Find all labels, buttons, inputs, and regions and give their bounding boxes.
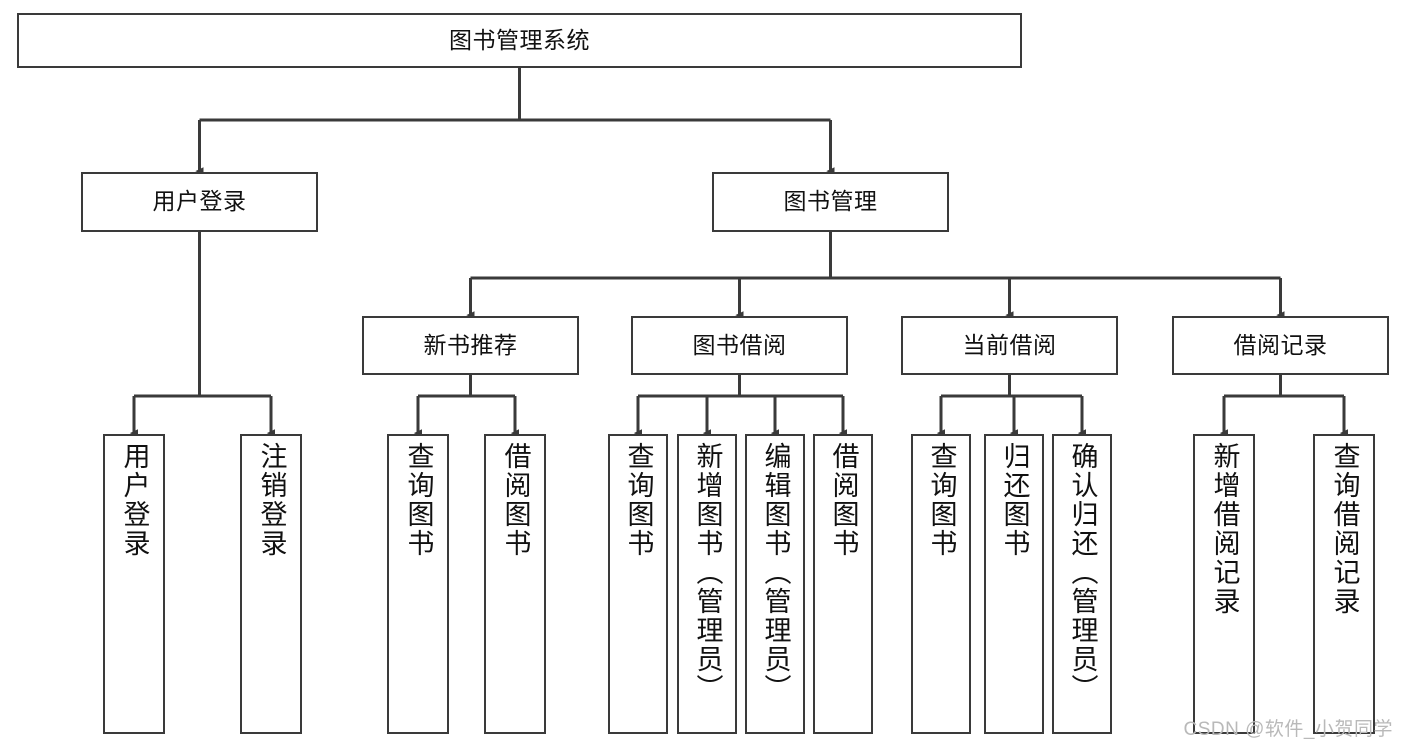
watermark-text: CSDN @软件_小贺同学	[1183, 719, 1393, 740]
node-user-login[interactable]: 用户登录	[81, 172, 318, 232]
node-leaf-rec-add[interactable]: 新增借阅记录	[1193, 434, 1255, 734]
node-leaf-borrow-lend[interactable]: 借阅图书	[813, 434, 873, 734]
node-leaf-rec-query2-label: 查询借阅记录	[1329, 442, 1360, 616]
node-leaf-user-login[interactable]: 用户登录	[103, 434, 165, 734]
node-leaf-rec-query2[interactable]: 查询借阅记录	[1313, 434, 1375, 734]
node-leaf-borrow-query[interactable]: 查询图书	[608, 434, 668, 734]
node-leaf-user-logout-label: 注销登录	[256, 442, 287, 558]
node-leaf-cur-query[interactable]: 查询图书	[911, 434, 971, 734]
node-root[interactable]: 图书管理系统	[17, 13, 1022, 68]
node-leaf-cur-confirm[interactable]: 确认归还（管理员）	[1052, 434, 1112, 734]
node-leaf-borrow-add-label: 新增图书（管理员）	[692, 442, 723, 703]
node-book-borrow[interactable]: 图书借阅	[631, 316, 848, 375]
node-leaf-cur-return[interactable]: 归还图书	[984, 434, 1044, 734]
node-leaf-borrow-edit[interactable]: 编辑图书（管理员）	[745, 434, 805, 734]
node-leaf-rec-add-label: 新增借阅记录	[1209, 442, 1240, 616]
node-user-login-label: 用户登录	[152, 188, 247, 215]
node-leaf-user-login-label: 用户登录	[119, 442, 150, 558]
node-book-manage[interactable]: 图书管理	[712, 172, 949, 232]
node-borrow-record[interactable]: 借阅记录	[1172, 316, 1389, 375]
node-new-book-rec[interactable]: 新书推荐	[362, 316, 579, 375]
node-leaf-cur-query-label: 查询图书	[926, 442, 957, 558]
node-book-borrow-label: 图书借阅	[692, 331, 787, 358]
node-root-label: 图书管理系统	[449, 26, 590, 53]
node-leaf-user-logout[interactable]: 注销登录	[240, 434, 302, 734]
node-borrow-record-label: 借阅记录	[1233, 331, 1328, 358]
node-book-manage-label: 图书管理	[783, 188, 878, 215]
node-leaf-rec-borrow-label: 借阅图书	[500, 442, 531, 558]
node-current-borrow-label: 当前借阅	[962, 331, 1057, 358]
node-new-book-rec-label: 新书推荐	[423, 331, 518, 358]
node-leaf-rec-query-label: 查询图书	[403, 442, 434, 558]
node-leaf-cur-confirm-label: 确认归还（管理员）	[1067, 442, 1098, 703]
node-current-borrow[interactable]: 当前借阅	[901, 316, 1118, 375]
node-leaf-borrow-add[interactable]: 新增图书（管理员）	[677, 434, 737, 734]
node-leaf-rec-borrow[interactable]: 借阅图书	[484, 434, 546, 734]
node-leaf-borrow-edit-label: 编辑图书（管理员）	[760, 442, 791, 703]
node-leaf-cur-return-label: 归还图书	[999, 442, 1030, 558]
node-leaf-borrow-query-label: 查询图书	[623, 442, 654, 558]
node-leaf-borrow-lend-label: 借阅图书	[828, 442, 859, 558]
node-leaf-rec-query[interactable]: 查询图书	[387, 434, 449, 734]
